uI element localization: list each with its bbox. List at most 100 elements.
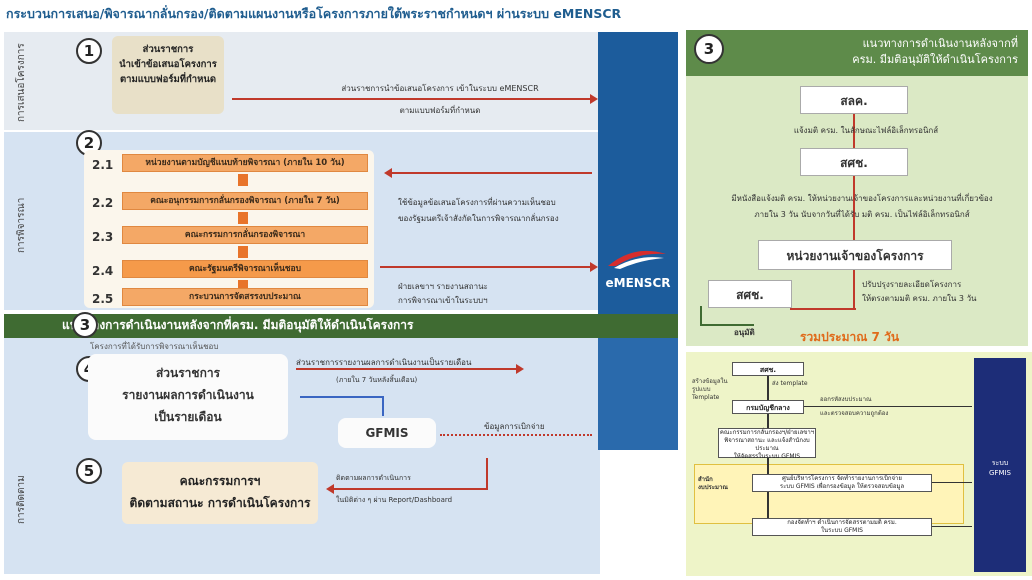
step2-arrow-4	[238, 280, 248, 292]
flow-gfmis-line2: GFMIS	[989, 469, 1011, 477]
step2-4-box: คณะรัฐมนตรีพิจารณาเห็นชอบ	[122, 260, 368, 278]
step2-forward-arrow-line	[380, 266, 592, 268]
step4-line3: เป็นรายเดือน	[154, 410, 222, 424]
emenscr-column-bottom	[598, 338, 678, 450]
step2-arrow-1	[238, 174, 248, 186]
step5-number: 5	[76, 458, 102, 484]
step2-note1-line2: ของรัฐมนตรีเจ้าสังกัดในการพิจารณากลั่นกร…	[398, 214, 559, 223]
right-head: แนวทางการดำเนินงานหลังจากที่ ครม. มีมติอ…	[686, 30, 1028, 76]
flow-line-cgd	[804, 406, 972, 407]
step4-arrow-text1: ส่วนราชการรายงานผลการดำเนินงานเป็นรายเดื…	[296, 358, 472, 367]
gfmis-connector-v	[382, 396, 384, 416]
right-arrow-1	[853, 114, 855, 148]
propose-band	[4, 32, 600, 130]
step2-arrow-3	[238, 246, 248, 258]
gfmis-connector-h	[300, 396, 384, 398]
side-label-monitor: การติดตาม	[16, 475, 27, 525]
right-box-nesdc: สศช.	[800, 148, 908, 176]
emenscr-label: eMENSCR	[605, 276, 671, 290]
step2-5-num: 2.5	[92, 292, 114, 306]
flow-gfmis-bar: ระบบ GFMIS	[974, 358, 1026, 572]
flow-center-line2: ระบบ GFMIS เพื่อกรองข้อมูล ให้ตรวจสอบข้อ…	[779, 483, 905, 490]
step1-line2: นำเข้าข้อเสนอโครงการ	[119, 59, 217, 70]
right-text-3b: ให้ตรงตามมติ ครม. ภายใน 3 วัน	[862, 294, 977, 303]
right-box-slk: สลค.	[800, 86, 908, 114]
flow-label-code-b: และตรวจสอบความถูกต้อง	[820, 410, 889, 417]
right-text-2a: มีหนังสือแจ้งมติ ครม. ให้หน่วยงานเจ้าของ…	[731, 194, 993, 203]
flow-label-code-a: ออกรหัสงบประมาณ	[820, 396, 872, 403]
step4-box: ส่วนราชการ รายงานผลการดำเนินงาน เป็นรายเ…	[88, 354, 288, 440]
step2-arrow-2	[238, 212, 248, 224]
step2-1-num: 2.1	[92, 158, 114, 172]
step5-box: คณะกรรมการฯ ติดตามสถานะ การดำเนินโครงการ	[122, 462, 318, 524]
step2-4-num: 2.4	[92, 264, 114, 278]
flow-allocate-line1: กองจัดทำฯ ดำเนินการจัดสรรตามมติ ครม.	[787, 519, 897, 526]
flow-budget-region	[694, 464, 964, 524]
right-head-line1: แนวทางการดำเนินงานหลังจากที่	[862, 37, 1018, 50]
flow-label-template-a: สร้างข้อมูลใน	[692, 378, 728, 385]
page-title: กระบวนการเสนอ/พิจารณากลั่นกรอง/ติดตามแผน…	[6, 6, 622, 21]
flow-side-1: สำนัก	[698, 476, 713, 483]
step2-back-arrowhead	[384, 168, 392, 178]
right-text-3a: ปรับปรุงรายละเอียดโครงการ	[862, 280, 962, 289]
right-arrow-3	[853, 270, 855, 310]
flow-arrow-3	[767, 458, 769, 474]
right-text-1: แจ้งมติ ครม. ในลักษณะไฟล์อิเล็กทรอนิกส์	[793, 126, 939, 135]
step2-back-arrow-line	[392, 172, 592, 174]
right-box-owner: หน่วยงานเจ้าของโครงการ	[758, 240, 952, 270]
flow-line-allocate	[932, 526, 972, 527]
step2-note2-line1: ฝ่ายเลขาฯ รายงานสถานะ	[398, 282, 488, 291]
step1-number: 1	[76, 38, 102, 64]
flow-box-nesdc: สศช.	[732, 362, 804, 376]
flow-box-committee: คณะกรรมการกลั่นกรองฯ/ฝ่ายเลขาฯ พิจารณาสถ…	[718, 428, 816, 460]
step2-5-box: กระบวนการจัดสรรงบประมาณ	[122, 288, 368, 306]
band3-number: 3	[72, 312, 98, 338]
step2-3-num: 2.3	[92, 230, 114, 244]
right-arrow-2	[853, 176, 855, 240]
flow-line-center	[932, 482, 972, 483]
step4-arrow-text2: (ภายใน 7 วันหลังสิ้นเดือน)	[336, 376, 418, 384]
flow-arrow-1	[767, 376, 769, 400]
step2-note2-line2: การพิจารณาเข้าในระบบฯ	[398, 296, 488, 305]
flow-label-send: ส่ง template	[772, 380, 808, 387]
flow-side-2: งบประมาณ	[698, 484, 728, 491]
flow-committee-line1: คณะกรรมการกลั่นกรองฯ/ฝ่ายเลขาฯ	[719, 429, 815, 436]
side-label-consider: การพิจารณา	[16, 197, 27, 253]
gfmis-box: GFMIS	[338, 418, 436, 448]
flow-gfmis-line1: ระบบ	[991, 459, 1009, 467]
step1-arrow-text2: ตามแบบฟอร์มที่กำหนด	[399, 106, 481, 115]
step1-line1: ส่วนราชการ	[142, 44, 194, 55]
step2-forward-arrowhead	[590, 262, 598, 272]
gfmis-dotted-line	[440, 434, 592, 436]
step5-arrow-line	[334, 488, 486, 490]
flow-box-cgd: กรมบัญชีกลาง	[732, 400, 804, 414]
right-number: 3	[694, 34, 724, 64]
side-label-propose: การเสนอโครงการ	[16, 43, 27, 122]
flow-committee-line2: พิจารณาสถานะ และแจ้งสำนักงบประมาณ	[724, 437, 810, 452]
step1-arrow-text1: ส่วนราชการนำข้อเสนอโครงการ เข้าในระบบ eM…	[341, 84, 539, 93]
flow-allocate-line2: ในระบบ GFMIS	[821, 527, 863, 534]
right-total: รวมประมาณ 7 วัน	[800, 330, 900, 344]
step4-arrowhead	[516, 364, 524, 374]
step5-arrow-text2: ในมิติต่าง ๆ ผ่าน Report/Dashboard	[336, 496, 453, 504]
emenscr-column-top	[598, 32, 678, 314]
step4-line1: ส่วนราชการ	[155, 366, 221, 380]
step1-arrow-line	[232, 98, 594, 100]
band3-bar: แนวทางการดำเนินงานหลังจากที่ครม. มีมติอน…	[4, 314, 678, 338]
step2-1-box: หน่วยงานตามบัญชีแนบท้ายพิจารณา (ภายใน 10…	[122, 154, 368, 172]
step2-2-box: คณะอนุกรรมการกลั่นกรองพิจารณา (ภายใน 7 ว…	[122, 192, 368, 210]
band3-sub: โครงการที่ได้รับการพิจารณาเห็นชอบ	[90, 342, 219, 351]
step2-note1-line1: ใช้ข้อมูลข้อเสนอโครงการที่ผ่านความเห็นชอ…	[398, 198, 556, 207]
flow-arrow-2	[767, 414, 769, 428]
flow-committee-line3: ให้จัดสรรในระบบ GFMIS	[733, 453, 801, 460]
flow-box-center: ศูนย์บริหารโครงการ จัดทำรายงานการเบิกจ่า…	[752, 474, 932, 492]
step1-line3: ตามแบบฟอร์มที่กำหนด	[119, 74, 217, 85]
flow-arrow-4	[767, 492, 769, 518]
step5-arrowhead	[326, 484, 334, 494]
step4-line2: รายงานผลการดำเนินงาน	[122, 388, 254, 402]
step5-line2: ติดตามสถานะ การดำเนินโครงการ	[129, 496, 311, 510]
right-text-approve: อนุมัติ	[734, 328, 755, 337]
step5-arrow-text1: ติดตามผลการดำเนินการ	[336, 474, 411, 482]
right-box-nesdc-2: สศช.	[708, 280, 792, 308]
step4-arrow-line	[296, 368, 518, 370]
